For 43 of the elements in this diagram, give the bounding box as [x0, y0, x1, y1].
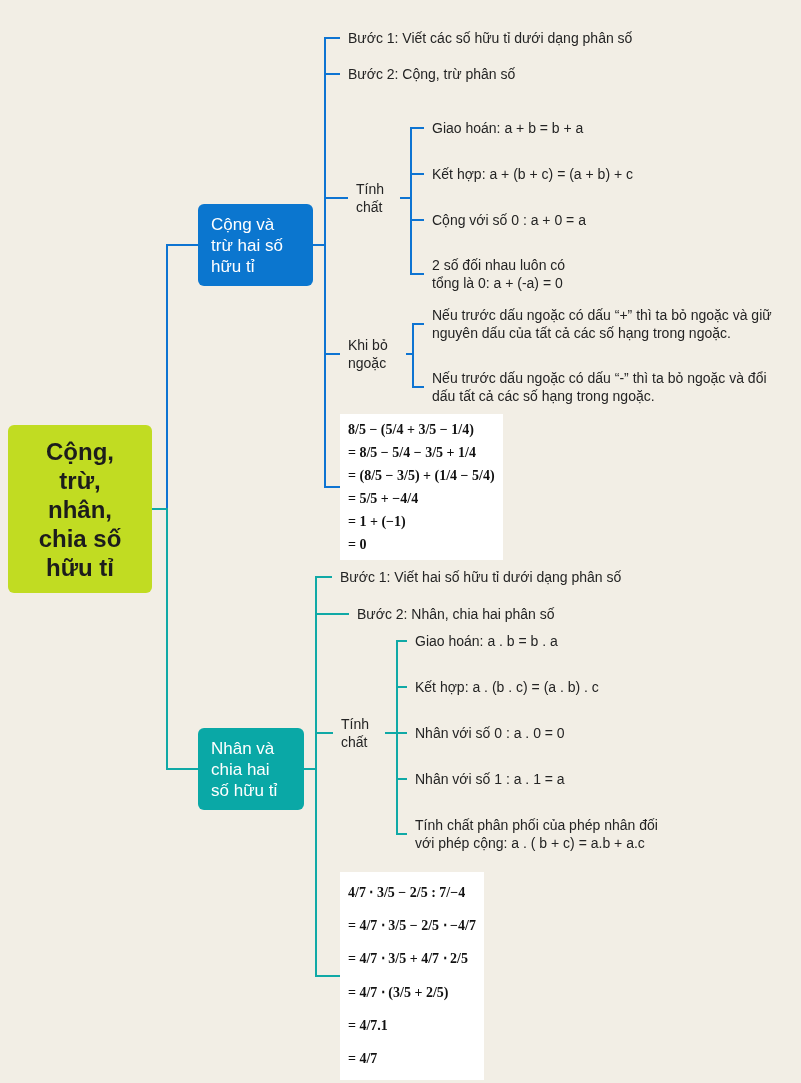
equation-line: = 4/7.1: [348, 1016, 389, 1035]
equation-line: = 4/7 ⋅ 3/5 − 2/5 ⋅ −4/7: [348, 917, 476, 935]
equation-line: = (8/5 − 3/5) + (1/4 − 5/4): [348, 466, 495, 485]
rule-text: Nếu trước dấu ngoặc có dấu “+” thì ta bỏ ngoặc và giữ nguyên dấu của tất cả các số hạng trong ngoặc.: [432, 306, 773, 342]
branch-box: [198, 728, 304, 810]
equation-line: 8/5 − (5/4 + 3/5 − 1/4): [348, 420, 475, 439]
property-text: Nhân với số 1 : a . 1 = a: [415, 770, 565, 788]
connector-line: [312, 244, 341, 488]
property-text: Giao hoán: a + b = b + a: [432, 119, 584, 137]
rule-text: Nếu trước dấu ngoặc có dấu “-” thì ta bỏ ngoặc và đổi dấu tất cả các số hạng trong ngoặc.: [432, 369, 768, 405]
topic-title: Cộng, trừ, nhân, chia số hữu tỉ: [37, 436, 123, 582]
equation-line: = 4/7 ⋅ 3/5 + 4/7 ⋅ 2/5: [348, 950, 469, 969]
step-text: Bước 2: Cộng, trừ phân số: [348, 65, 516, 83]
property-text: Kết hợp: a + (b + c) = (a + b) + c: [432, 165, 633, 183]
group-label: Tính chất: [356, 180, 385, 216]
group-label: Khi bỏ ngoặc: [348, 336, 389, 372]
branch-title: Nhân và chia hai số hữu tỉ: [211, 737, 279, 801]
group-label: Tính chất: [341, 715, 370, 751]
connector-line: [384, 732, 408, 835]
connector-line: [151, 508, 199, 770]
property-text: 2 số đối nhau luôn có tổng là 0: a + (-a) = 0: [432, 256, 567, 292]
property-text: Cộng với số 0 : a + 0 = a: [432, 211, 586, 229]
equation-line: = 1 + (−1): [348, 512, 407, 531]
equation-line: = 0: [348, 535, 368, 554]
equation-line: 4/7 ⋅ 3/5 − 2/5 : 7/−4: [348, 883, 467, 902]
branch-box: [198, 204, 313, 286]
equation-line: = 4/7: [348, 1050, 379, 1069]
step-text: Bước 1: Viết các số hữu tỉ dưới dạng phân số: [348, 29, 633, 47]
equation-box: [340, 414, 503, 560]
equation-line: = 5/5 + −4/4: [348, 489, 420, 508]
property-text: Tính chất phân phối của phép nhân đối với phép cộng: a . ( b + c) = a.b + a.c: [415, 816, 659, 852]
equation-line: = 4/7 ⋅ (3/5 + 2/5): [348, 983, 450, 1002]
connector-line: [303, 768, 341, 977]
property-text: Giao hoán: a . b = b . a: [415, 632, 558, 650]
property-text: Kết hợp: a . (b . c) = (a . b) . c: [415, 678, 599, 696]
step-text: Bước 1: Viết hai số hữu tỉ dưới dạng phân số: [340, 568, 622, 586]
central-topic-box: [8, 425, 152, 593]
property-text: Nhân với số 0 : a . 0 = 0: [415, 724, 565, 742]
connector-line: [405, 353, 425, 388]
branch-title: Cộng và trừ hai số hữu tỉ: [211, 213, 284, 277]
equation-line: = 8/5 − 5/4 − 3/5 + 1/4: [348, 443, 477, 462]
equation-box: [340, 872, 484, 1080]
step-text: Bước 2: Nhân, chia hai phân số: [357, 605, 555, 623]
